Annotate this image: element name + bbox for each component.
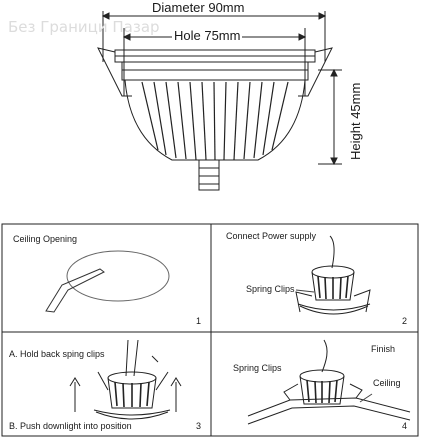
- hole-label: Hole 75mm: [172, 28, 243, 43]
- step-4-spring-clips-label: Spring Clips: [233, 363, 282, 373]
- step-2-caption: Connect Power supply: [226, 231, 317, 241]
- step-3-number: 3: [196, 421, 202, 431]
- step-2-spring-clips-label: Spring Clips: [246, 284, 295, 294]
- step-3-caption-b: B. Push downlight into position: [9, 421, 132, 431]
- step-4-ceiling-label: Ceiling: [373, 378, 401, 388]
- step-1-number: 1: [196, 316, 202, 326]
- ceiling-opening-illustration: [45, 250, 170, 313]
- step-4-downlight-illustration: [247, 339, 411, 425]
- step-4-caption: Finish: [371, 344, 396, 354]
- step-3-downlight-illustration: [69, 339, 182, 420]
- height-dimension-line: [318, 68, 342, 166]
- step-4-number: 4: [402, 421, 408, 431]
- step-2-number: 2: [402, 316, 408, 326]
- step-1-caption: Ceiling Opening: [13, 234, 78, 244]
- watermark-text: Без Граници Пазар: [8, 18, 160, 36]
- diameter-dimension-line: [101, 11, 327, 62]
- height-label: Height 45mm: [348, 82, 363, 160]
- step-4-panel: [210, 331, 419, 437]
- step-2-downlight-illustration: [295, 235, 371, 315]
- diameter-label: Diameter 90mm: [152, 0, 245, 15]
- downlight-side-view: [97, 47, 333, 191]
- step-3-caption-a: A. Hold back sping clips: [9, 349, 105, 359]
